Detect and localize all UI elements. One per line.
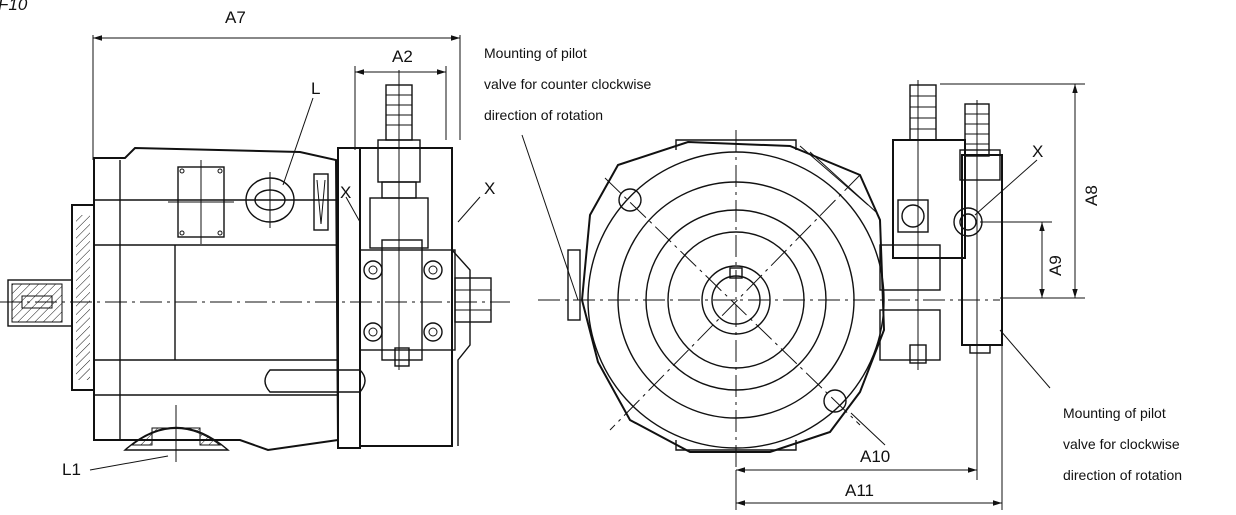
- label-l: L: [311, 79, 320, 98]
- label-a9: A9: [1046, 255, 1065, 276]
- note-cw-line3: direction of rotation: [1063, 467, 1182, 483]
- note-ccw-line3: direction of rotation: [484, 107, 603, 123]
- front-view: [521, 80, 1085, 510]
- label-x-front: X: [1032, 142, 1043, 161]
- label-a10: A10: [860, 447, 890, 466]
- figure-corner-text: F10: [0, 0, 28, 14]
- label-a8: A8: [1082, 185, 1101, 206]
- label-x-left: X: [340, 183, 351, 202]
- note-cw-line2: valve for clockwise: [1063, 436, 1180, 452]
- label-a11: A11: [845, 481, 874, 500]
- label-l1: L1: [62, 460, 81, 479]
- side-view: [0, 35, 510, 471]
- label-x-right: X: [484, 179, 495, 198]
- label-a2: A2: [392, 47, 413, 66]
- note-ccw-line2: valve for counter clockwise: [484, 76, 652, 92]
- label-a7: A7: [225, 8, 246, 27]
- note-ccw-line1: Mounting of pilot: [484, 45, 587, 61]
- note-cw-line1: Mounting of pilot: [1063, 405, 1166, 421]
